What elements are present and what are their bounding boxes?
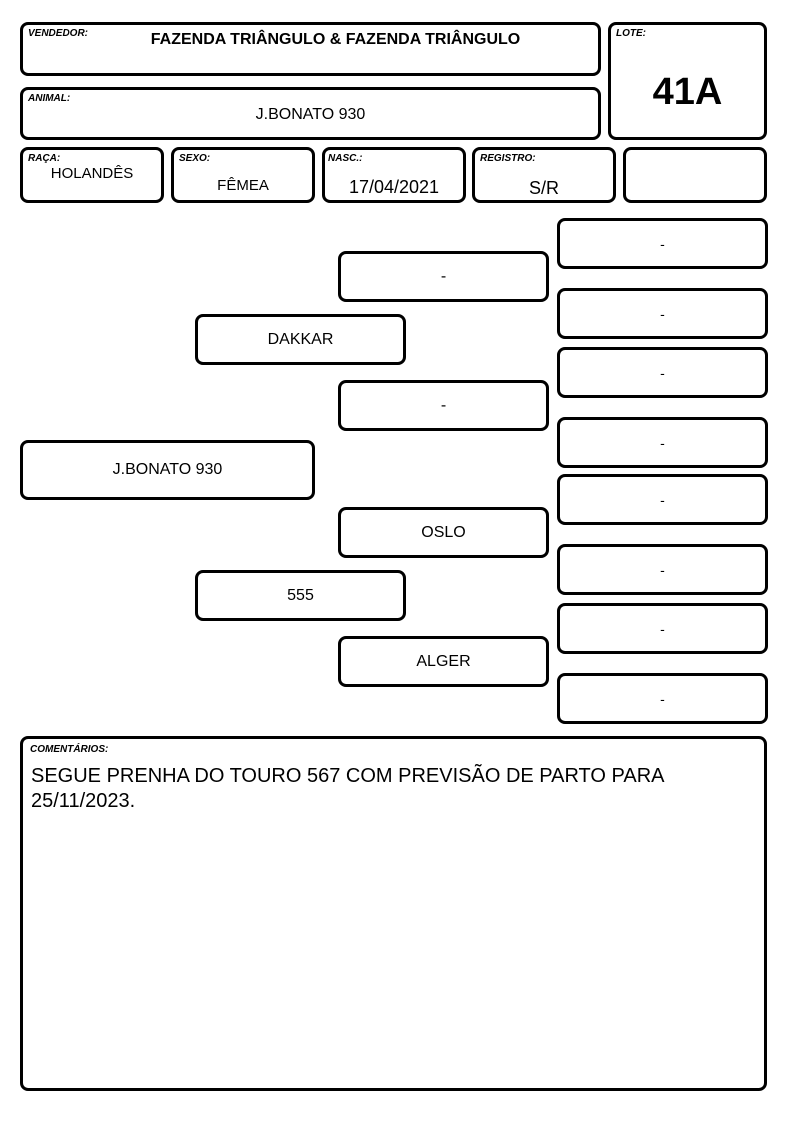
sex-value: FÊMEA [217,177,269,194]
pedigree-great-grandparent: - [557,474,768,525]
lot-value: 41A [652,71,723,113]
breed-box: RAÇA: HOLANDÊS [20,147,164,203]
pedigree-dam-sire: OSLO [338,507,549,558]
registry-box: REGISTRO: S/R [472,147,616,203]
animal-label: ANIMAL: [28,93,71,104]
extra-box [623,147,767,203]
comments-box: COMENTÁRIOS: SEGUE PRENHA DO TOURO 567 C… [20,736,767,1091]
seller-box: VENDEDOR: FAZENDA TRIÂNGULO & FAZENDA TR… [20,22,601,76]
animal-box: ANIMAL: J.BONATO 930 [20,87,601,140]
birth-box: NASC.: 17/04/2021 [322,147,466,203]
pedigree-great-grandparent: - [557,417,768,468]
pedigree-dam-dam: ALGER [338,636,549,687]
comments-text: SEGUE PRENHA DO TOURO 567 COM PREVISÃO D… [31,765,664,812]
pedigree-sire: DAKKAR [195,314,406,365]
pedigree-great-grandparent: - [557,218,768,269]
breed-label: RAÇA: [28,153,61,164]
seller-label: VENDEDOR: [28,28,89,39]
pedigree-great-grandparent: - [557,347,768,398]
pedigree-sire-sire: - [338,251,549,302]
animal-value: J.BONATO 930 [255,106,366,123]
sex-box: SEXO: FÊMEA [171,147,315,203]
pedigree-animal: J.BONATO 930 [20,440,315,500]
pedigree-great-grandparent: - [557,544,768,595]
pedigree-dam: 555 [195,570,406,621]
sex-label: SEXO: [179,153,211,164]
lot-box: LOTE: 41A [608,22,767,140]
registry-label: REGISTRO: [480,153,536,164]
pedigree-great-grandparent: - [557,603,768,654]
seller-value: FAZENDA TRIÂNGULO & FAZENDA TRIÂNGULO [150,31,521,48]
pedigree-great-grandparent: - [557,673,768,724]
breed-value: HOLANDÊS [50,165,134,182]
lot-label: LOTE: [616,28,646,39]
comments-label: COMENTÁRIOS: [30,744,109,755]
birth-label: NASC.: [328,153,363,164]
pedigree-sire-dam: - [338,380,549,431]
registry-value: S/R [528,178,559,198]
pedigree-great-grandparent: - [557,288,768,339]
birth-value: 17/04/2021 [348,177,440,197]
